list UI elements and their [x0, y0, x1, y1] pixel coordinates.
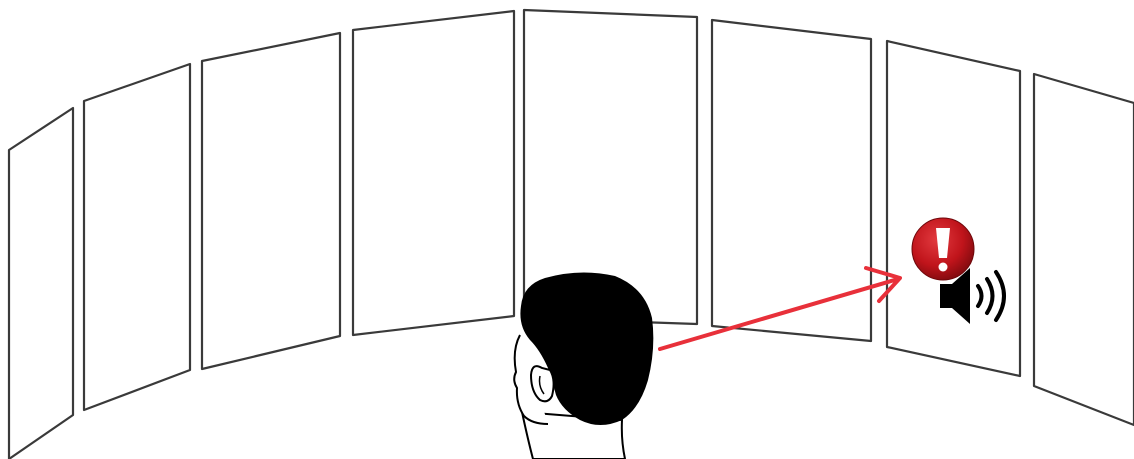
display-panel-3 — [202, 33, 340, 369]
display-panel-8 — [1034, 74, 1134, 425]
display-panel-2 — [84, 64, 190, 410]
display-panel-7 — [887, 41, 1020, 376]
exclamation-alert-icon — [912, 218, 974, 280]
viewer-head — [514, 272, 653, 459]
display-panel-4 — [353, 11, 514, 335]
display-panel-1 — [9, 108, 73, 459]
